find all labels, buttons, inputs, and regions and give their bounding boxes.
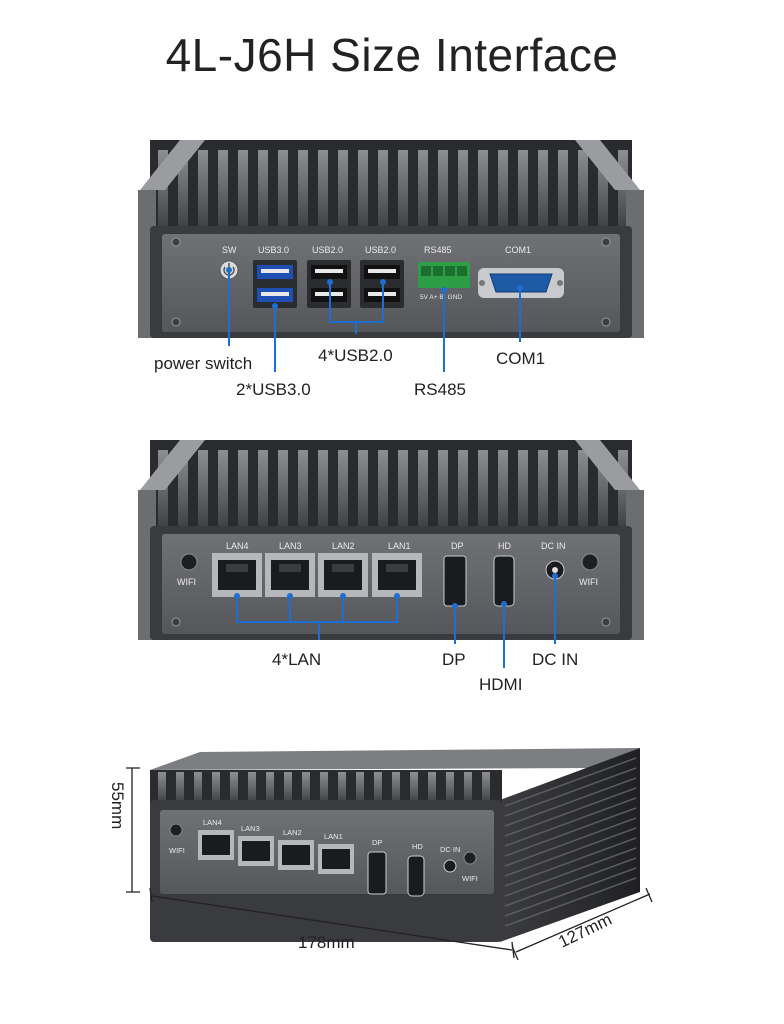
front-fins [158, 772, 490, 804]
hdmi-port [493, 555, 515, 607]
device-bottom-view: WIFI WIFI LAN4 LAN3 LAN2 LAN1 DP HD DC I… [138, 440, 644, 694]
screw [601, 617, 611, 627]
device-top-surface [150, 748, 640, 770]
page-title: 4L-J6H Size Interface [165, 29, 619, 81]
hd-label: HD [412, 842, 423, 851]
device-side-surface [500, 748, 640, 942]
lan1-label: LAN1 [388, 541, 411, 551]
callout-com1: COM1 [496, 349, 545, 368]
callout-hdmi: HDMI [479, 675, 522, 694]
wifi-antenna-left [180, 553, 198, 571]
wifi-label-right: WIFI [579, 577, 598, 587]
screw [171, 617, 181, 627]
usb20-port-label-b: USB2.0 [365, 245, 396, 255]
rs485-terminal: 5V A+ B- GND [418, 262, 470, 301]
lan3-label: LAN3 [279, 541, 302, 551]
screw [171, 317, 181, 327]
callout-rs485: RS485 [414, 380, 466, 399]
dcin-label: DC IN [440, 845, 460, 854]
lan1-label: LAN1 [324, 832, 343, 841]
wifi-label-right: WIFI [462, 874, 478, 883]
hd-label: HD [498, 541, 511, 551]
dimension-height: 55mm [108, 782, 127, 829]
side-fins [504, 757, 637, 927]
device-top-view: SW USB3.0 USB2.0 USB2.0 RS485 COM1 [138, 140, 644, 399]
callout-lines-device2 [234, 573, 558, 668]
usb20-port-label-a: USB2.0 [312, 245, 343, 255]
callout-usb20: 4*USB2.0 [318, 346, 393, 365]
callout-usb30: 2*USB3.0 [236, 380, 311, 399]
dp-label: DP [372, 838, 382, 847]
heatsink-fins [138, 140, 644, 338]
usb30-ports [253, 260, 297, 308]
hdmi-port [407, 855, 425, 897]
wifi-antenna-left [169, 823, 183, 837]
lan2-label: LAN2 [283, 828, 302, 837]
usb30-port-label: USB3.0 [258, 245, 289, 255]
wifi-label-left: WIFI [169, 846, 185, 855]
wifi-antenna-right [581, 553, 599, 571]
device-perspective-view: WIFI WIFI LAN4 LAN3 LAN2 LAN1 DP HD DC I… [108, 748, 653, 961]
dp-label: DP [451, 541, 464, 551]
lan3-label: LAN3 [241, 824, 260, 833]
callout-dp: DP [442, 650, 466, 669]
wifi-label-left: WIFI [177, 577, 196, 587]
lan-ports [212, 553, 422, 597]
callout-lan: 4*LAN [272, 650, 321, 669]
dimension-lines [126, 767, 653, 961]
dimension-width: 178mm [298, 933, 355, 952]
sw-port-label: SW [222, 245, 237, 255]
dp-port [367, 851, 387, 895]
lan-ports [198, 830, 354, 874]
callout-power-switch: power switch [154, 354, 252, 373]
lan4-label: LAN4 [203, 818, 222, 827]
rs485-port-label: RS485 [424, 245, 452, 255]
wifi-antenna-right [463, 851, 477, 865]
screw [171, 237, 181, 247]
dc-in-port [443, 859, 457, 873]
screw [601, 317, 611, 327]
com1-port-label: COM1 [505, 245, 531, 255]
dp-port [443, 555, 467, 607]
screw [601, 237, 611, 247]
rs485-pin-labels: 5V A+ B- GND [420, 294, 462, 301]
callout-lines-device1 [226, 267, 523, 372]
lan2-label: LAN2 [332, 541, 355, 551]
dc-in-pin [552, 567, 558, 573]
callout-dc-in: DC IN [532, 650, 578, 669]
dcin-label: DC IN [541, 541, 566, 551]
com1-port [478, 268, 564, 298]
lan4-label: LAN4 [226, 541, 249, 551]
